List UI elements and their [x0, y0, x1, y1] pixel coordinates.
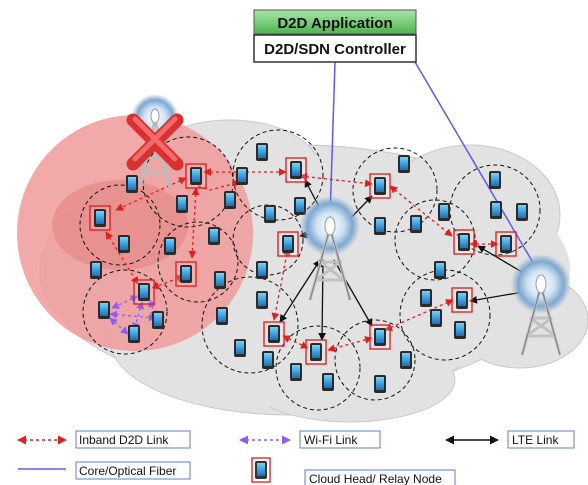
mobile-device — [322, 373, 334, 391]
mobile-device — [456, 291, 468, 309]
inband-d2d-links — [105, 168, 499, 352]
mobile-device — [118, 235, 130, 253]
mobile-device — [126, 175, 138, 193]
mobile-device — [190, 167, 202, 185]
mobile-device — [138, 283, 150, 301]
mobile-device — [434, 261, 446, 279]
mobile-device — [216, 307, 228, 325]
mobile-device — [264, 205, 276, 223]
legend: Inband D2D Link Wi-Fi Link LTE Link Core… — [17, 430, 575, 485]
mobile-device — [294, 197, 306, 215]
mobile-devices — [90, 143, 528, 393]
mobile-device — [94, 209, 106, 227]
mobile-device — [489, 171, 501, 189]
mobile-device — [262, 351, 274, 369]
mobile-device — [268, 325, 280, 343]
mobile-device — [98, 301, 110, 319]
mobile-device — [208, 227, 220, 245]
mobile-device — [400, 351, 412, 369]
mobile-device — [176, 195, 188, 213]
mobile-device — [500, 235, 512, 253]
d2d-application-label: D2D Application — [277, 15, 392, 32]
core-fiber-links — [329, 61, 543, 279]
mobile-device — [398, 155, 410, 173]
mobile-device — [374, 177, 386, 195]
mobile-device — [374, 328, 386, 346]
mobile-device — [374, 375, 386, 393]
mobile-device — [420, 289, 432, 307]
mobile-device — [128, 325, 140, 343]
mobile-device — [282, 235, 294, 253]
cellular-tower-center — [300, 196, 360, 301]
mobile-device — [164, 237, 176, 255]
mobile-device — [458, 233, 470, 251]
mobile-device — [256, 143, 268, 161]
mobile-device — [256, 261, 268, 279]
mobile-device — [290, 363, 302, 381]
legend-wifi-label: Wi-Fi Link — [304, 433, 358, 447]
mobile-device — [90, 261, 102, 279]
legend-cloud-head-label: Cloud Head/ Relay Node — [309, 472, 442, 485]
mobile-device — [236, 167, 248, 185]
legend-core-label: Core/Optical Fiber — [79, 464, 176, 478]
mobile-device — [224, 191, 236, 209]
mobile-device — [490, 201, 502, 219]
sdn-controller-box: D2D/SDN Controller — [253, 34, 417, 63]
mobile-device — [516, 203, 528, 221]
mobile-device — [234, 339, 246, 357]
legend-lte-label: LTE Link — [512, 433, 559, 447]
mobile-device — [310, 343, 322, 361]
legend-inband-label: Inband D2D Link — [79, 433, 169, 447]
mobile-device — [374, 217, 386, 235]
mobile-device — [256, 291, 268, 309]
mobile-device — [438, 203, 450, 221]
mobile-device — [410, 215, 422, 233]
sdn-controller-label: D2D/SDN Controller — [264, 41, 406, 58]
mobile-device — [454, 321, 466, 339]
d2d-application-box: D2D Application — [253, 9, 417, 35]
mobile-device — [214, 271, 226, 289]
mobile-device — [430, 309, 442, 327]
mobile-device — [180, 265, 192, 283]
mobile-device — [290, 161, 302, 179]
cellular-tower-right — [511, 254, 571, 356]
mobile-device — [152, 311, 164, 329]
